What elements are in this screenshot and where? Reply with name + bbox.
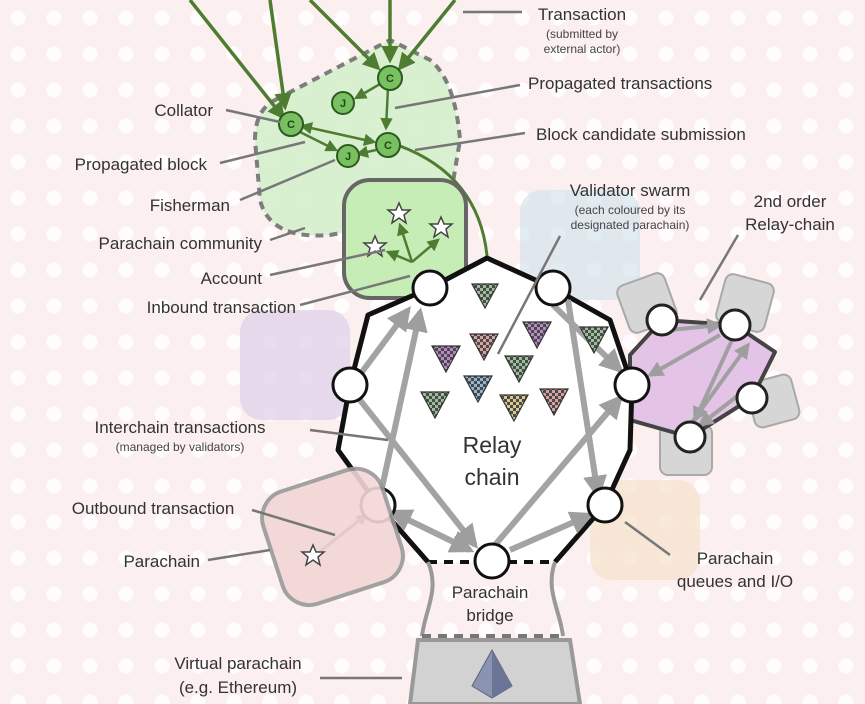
validator-node — [586, 486, 624, 524]
label-account: Account — [201, 269, 263, 288]
validator-swarm — [419, 283, 610, 423]
label-virtual-parachain-2: (e.g. Ethereum) — [179, 678, 297, 697]
label-interchain-sub: (managed by validators) — [116, 440, 245, 454]
relay-chain — [335, 255, 635, 564]
label-transaction-sub2: external actor) — [544, 42, 621, 56]
interchain-arrows — [353, 299, 624, 553]
label-second-order-1: 2nd order — [754, 192, 827, 211]
label-pointers — [207, 10, 740, 680]
label-fisherman: Fisherman — [150, 196, 230, 215]
label-inbound-transaction: Inbound transaction — [147, 298, 296, 317]
validator-node — [613, 366, 651, 404]
label-virtual-parachain-1: Virtual parachain — [174, 654, 301, 673]
label-validator-swarm: Validator swarm — [570, 181, 691, 200]
svg-text:J: J — [340, 98, 346, 110]
svg-text:J: J — [345, 151, 351, 163]
label-queues-1: Parachain — [697, 549, 774, 568]
svg-text:C: C — [287, 119, 295, 131]
faded-parachain-purple — [240, 310, 350, 420]
label-parachain-community: Parachain community — [99, 234, 263, 253]
label-second-order-2: Relay-chain — [745, 215, 835, 234]
validator-node — [331, 366, 369, 404]
account-star-icon-2 — [427, 215, 455, 239]
label-relay: Relay — [463, 432, 522, 458]
validator-node — [411, 269, 449, 307]
label-queues-2: queues and I/O — [677, 572, 793, 591]
parachain-bridge-node — [473, 542, 511, 580]
account-star-icon — [385, 201, 413, 225]
label-parachain-bridge-2: bridge — [466, 606, 513, 625]
virtual-parachain — [407, 561, 583, 704]
svg-text:C: C — [384, 140, 392, 152]
fisherman-node-top: J — [331, 91, 355, 115]
fisherman-node-bottom: J — [336, 144, 360, 168]
collator-node-top: C — [377, 65, 403, 91]
label-propagated-block: Propagated block — [75, 155, 208, 174]
label-parachain: Parachain — [123, 552, 200, 571]
label-collator: Collator — [154, 101, 213, 120]
label-block-candidate: Block candidate submission — [536, 125, 746, 144]
validator-node — [534, 269, 572, 307]
label-outbound-transaction: Outbound transaction — [72, 499, 235, 518]
label-interchain-transactions: Interchain transactions — [94, 418, 265, 437]
collator-node-left: C — [278, 111, 304, 137]
collator-node-right: C — [375, 132, 401, 158]
incoming-transaction-arrows — [188, 0, 457, 120]
label-transaction: Transaction — [538, 5, 626, 24]
parachain-box — [260, 466, 405, 607]
label-parachain-bridge-1: Parachain — [452, 583, 529, 602]
svg-text:C: C — [386, 73, 394, 85]
label-validator-swarm-sub2: designated parachain) — [571, 218, 690, 232]
label-chain: chain — [465, 464, 520, 490]
label-validator-swarm-sub1: (each coloured by its — [575, 203, 686, 217]
second-order-relay-chain — [616, 272, 801, 476]
label-propagated-transactions: Propagated transactions — [528, 74, 712, 93]
parachain-star-icon — [299, 543, 327, 567]
label-transaction-sub1: (submitted by — [546, 27, 618, 41]
